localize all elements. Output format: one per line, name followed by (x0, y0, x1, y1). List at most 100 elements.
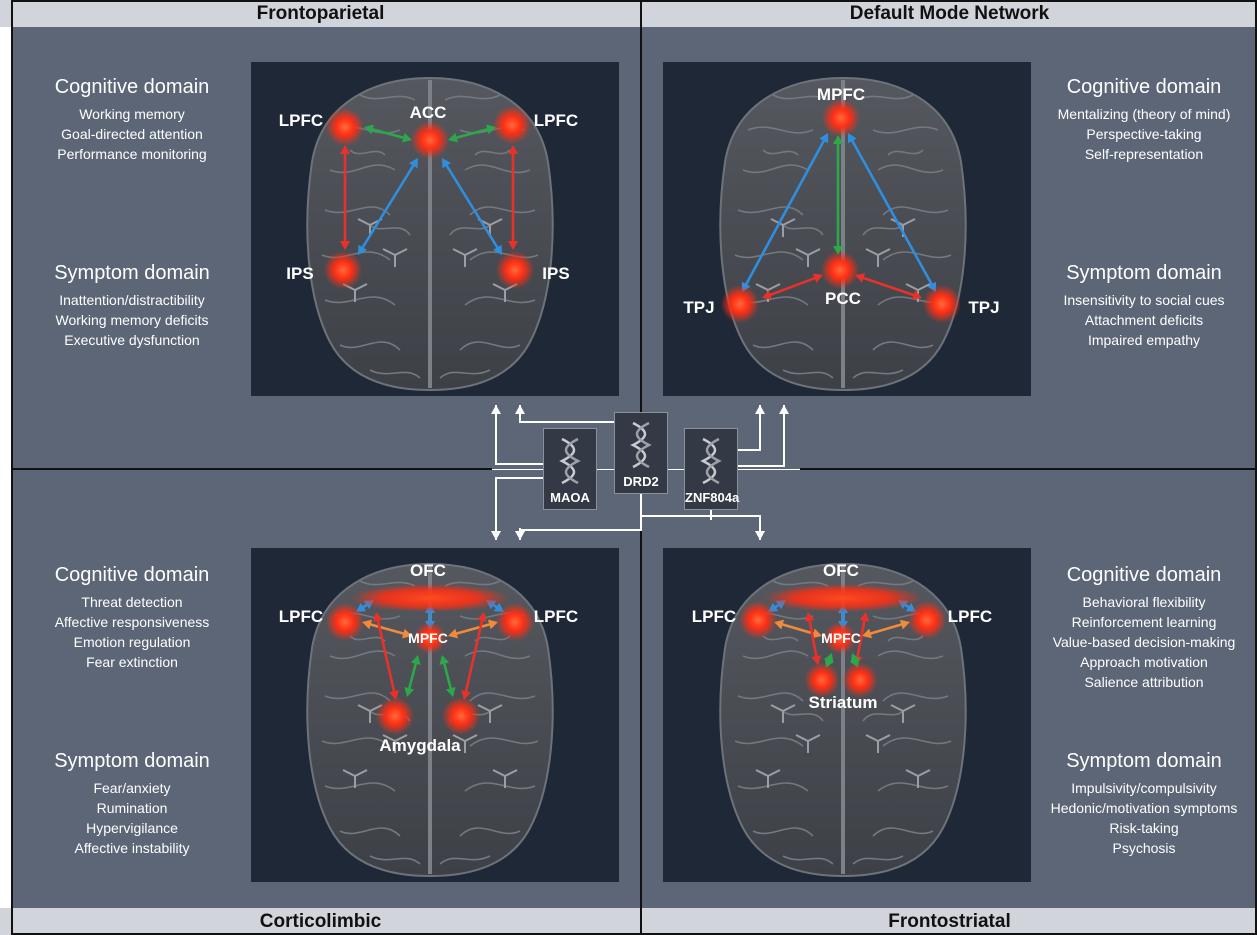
cl-symptom-domain: Symptom domain Fear/anxiety Rumination H… (18, 750, 246, 858)
gyrus-line (872, 341, 934, 351)
gyrus-line (469, 737, 539, 747)
arrow-shaft (808, 618, 818, 659)
label-pcc: PCC (825, 289, 861, 308)
connector-arrowhead (491, 531, 501, 540)
gyrus-line (339, 827, 401, 837)
gyrus-line (782, 855, 834, 865)
gyrus-line (882, 206, 949, 216)
fp-symptom-item: Executive dysfunction (64, 332, 200, 348)
gyrus-line (742, 650, 809, 660)
connector-line (495, 405, 543, 465)
connection-arrow (358, 158, 418, 255)
gyrus-line (449, 224, 491, 236)
gyrus-line (359, 580, 416, 587)
connector-arrowhead (755, 531, 765, 540)
gyrus-line (782, 224, 824, 236)
gyrus-line (324, 206, 391, 216)
fs-cognitive-item: Behavioral flexibility (1082, 594, 1206, 610)
neuron-mark (755, 769, 781, 788)
arrow-shaft (868, 622, 904, 636)
cl-symptom-item: Rumination (96, 800, 168, 816)
gyrus-line (782, 710, 824, 722)
gyrus-line (882, 251, 952, 261)
neuron-mark (770, 218, 796, 237)
arrow-shaft (407, 661, 418, 691)
fs-cognitive-item: Salience attribution (1084, 674, 1204, 690)
cl-symptom-item: Fear/anxiety (93, 780, 171, 796)
brain-outline (719, 562, 967, 878)
fs-symptom-title: Symptom domain (1066, 750, 1222, 772)
gene-connector (738, 405, 765, 451)
outer-frame (11, 0, 1257, 935)
arrow-head (493, 244, 502, 255)
gyrus-line (439, 369, 491, 379)
fs-symptom-item: Hedonic/motivation symptoms (1050, 800, 1238, 816)
gyrus-line (369, 855, 421, 865)
arrow-shaft (861, 276, 916, 297)
arrow-head (833, 135, 843, 144)
cl-cognitive-domain: Cognitive domain Threat detection Affect… (18, 564, 246, 672)
connection-arrow (862, 619, 910, 639)
arrow-shaft (744, 138, 826, 287)
dmn-symptom-domain: Symptom domain Insensitivity to social c… (1033, 262, 1255, 350)
arrow-head (487, 619, 498, 630)
gyrus-line (877, 782, 949, 792)
dmn-cognitive-item: Self-representation (1084, 146, 1204, 162)
fs-symptom-item: Risk-taking (1109, 820, 1179, 836)
gyrus-line (882, 692, 949, 702)
arrow-head (358, 244, 367, 255)
node-ips-left (323, 250, 363, 290)
dmn-symptom-title: Symptom domain (1066, 262, 1222, 284)
fs-cognitive-item: Value-based decision-making (1052, 634, 1236, 650)
dmn-cognitive-title: Cognitive domain (1066, 76, 1222, 98)
arrow-head (442, 158, 451, 169)
cl-symptom-item: Hypervigilance (86, 820, 178, 836)
arrow-head (373, 612, 383, 622)
neuron-mark (357, 704, 383, 723)
dmn-cognitive-domain: Cognitive domain Mentalizing (theory of … (1033, 76, 1255, 164)
gyrus-line (734, 737, 804, 747)
gyrus-line (321, 251, 391, 261)
label-tpj-left: TPJ (683, 298, 714, 317)
arrow-head (340, 241, 350, 250)
gyrus-line (324, 692, 391, 702)
arrow-shaft (360, 163, 416, 250)
brain-outline (719, 76, 967, 392)
gene-box-znf804a: ZNF804a (684, 428, 739, 510)
fs-cognitive-title: Cognitive domain (1066, 564, 1222, 586)
connector-line (738, 405, 785, 467)
fp-symptom-domain: Symptom domain Inattention/distractibili… (18, 262, 246, 350)
connector-line (495, 477, 543, 540)
gyrus-line (469, 206, 536, 216)
gyrus-line (857, 94, 914, 101)
dna-icon (560, 437, 580, 485)
connector-arrowhead (779, 405, 789, 414)
neuron-mark (905, 769, 931, 788)
neuron-mark (795, 734, 821, 753)
header-frontostriatal: Frontostriatal (642, 908, 1257, 935)
divider-horizontal-right (800, 468, 1257, 470)
arrow-shaft (442, 661, 453, 691)
fp-symptom-item: Working memory deficits (55, 312, 209, 328)
arrow-shaft (780, 622, 816, 636)
arrow-head (911, 290, 922, 300)
connection-arrow (461, 612, 487, 700)
node-tpj-left (720, 284, 760, 324)
node-acc (410, 120, 450, 160)
gene-connectors (491, 405, 789, 540)
connection-arrow (439, 655, 456, 697)
neuron-mark (477, 704, 503, 723)
cl-cognitive-item: Affective responsiveness (54, 614, 210, 630)
label-ofc: OFC (823, 561, 859, 580)
arrow-head (439, 655, 450, 665)
fp-symptom-title: Symptom domain (54, 262, 210, 284)
node-lpfc-left (325, 602, 365, 642)
gyrus-line (369, 369, 421, 379)
arrow-shaft (768, 276, 817, 297)
arrow-head (445, 687, 456, 697)
arrow-shaft (454, 127, 490, 140)
arrow-shaft (856, 618, 866, 659)
arrow-head (404, 687, 415, 697)
fs-symptom-domain: Symptom domain Impulsivity/compulsivity … (1033, 750, 1255, 858)
arrow-shaft (370, 127, 406, 140)
